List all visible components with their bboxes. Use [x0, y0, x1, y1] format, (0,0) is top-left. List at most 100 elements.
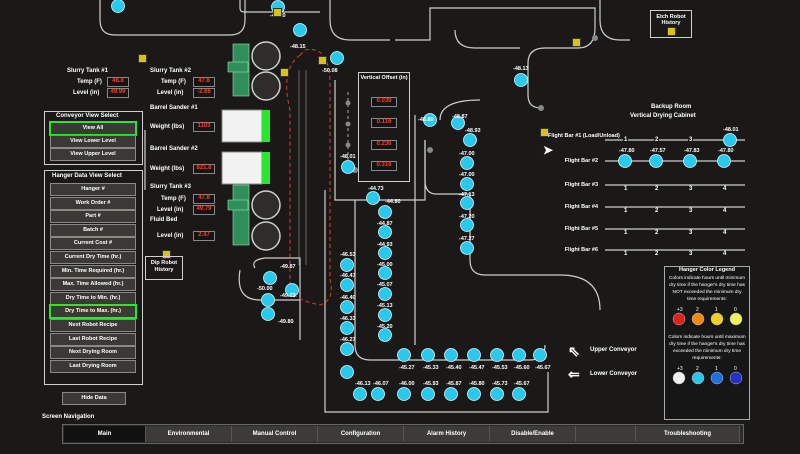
hanger-circle[interactable] — [451, 116, 465, 130]
hanger-circle[interactable] — [533, 348, 547, 362]
top-track-2 — [239, 0, 320, 13]
nav-tab[interactable]: Environmental — [146, 426, 232, 442]
legend-swatch-label: 2 — [696, 366, 699, 372]
nav-tab[interactable]: Configuration — [318, 426, 404, 442]
hanger-data-view-button[interactable]: Current Cost # — [50, 237, 136, 251]
legend-title: Hanger Color Legend — [679, 267, 735, 273]
hanger-circle[interactable] — [340, 365, 354, 379]
hanger-circle[interactable] — [378, 246, 392, 260]
nav-tab[interactable]: Troubleshooting — [636, 426, 740, 442]
nav-tab[interactable] — [576, 426, 636, 442]
hanger-circle[interactable] — [111, 0, 125, 13]
hanger-value-label: -45.60 — [514, 365, 530, 371]
hanger-circle[interactable] — [683, 154, 697, 168]
hanger-data-view-button[interactable]: Batch # — [50, 223, 136, 237]
hanger-value-label: -45.47 — [469, 365, 485, 371]
hanger-circle[interactable] — [340, 258, 354, 272]
hide-data-button[interactable]: Hide Data — [62, 392, 126, 405]
hanger-circle[interactable] — [285, 283, 299, 297]
vertical-offset-title: Vertical Offset (in) — [360, 75, 408, 81]
conveyor-view-select-title: Conveyor View Select — [56, 113, 119, 119]
etch-robot-marker — [667, 27, 676, 36]
hanger-circle[interactable] — [460, 177, 474, 191]
hanger-circle[interactable] — [341, 160, 355, 174]
hanger-circle[interactable] — [263, 271, 277, 285]
hanger-circle[interactable] — [460, 156, 474, 170]
hanger-circle[interactable] — [444, 348, 458, 362]
hanger-circle[interactable] — [467, 387, 481, 401]
hanger-circle[interactable] — [378, 266, 392, 280]
dip-robot-history-button[interactable]: Dip Robot History — [145, 256, 183, 280]
flight-bar-position-number: 1 — [623, 208, 629, 214]
top-loop-track — [99, 0, 246, 36]
conveyor-view-button[interactable]: View Lower Level — [50, 135, 136, 148]
hanger-value-label: -46.07 — [373, 381, 389, 387]
conveyor-view-select-panel — [44, 111, 143, 165]
nav-tab[interactable]: Manual Control — [232, 426, 318, 442]
hanger-data-view-button[interactable]: Next Drying Room — [50, 346, 136, 360]
hanger-circle[interactable] — [421, 348, 435, 362]
hanger-circle[interactable] — [490, 387, 504, 401]
hanger-circle[interactable] — [293, 23, 307, 37]
flight-bar-label: Flight Bar #5 — [564, 226, 598, 232]
hanger-circle[interactable] — [378, 205, 392, 219]
hanger-circle[interactable] — [460, 218, 474, 232]
hanger-value-label: -48.87 — [452, 114, 468, 120]
hanger-circle[interactable] — [421, 387, 435, 401]
nav-tab[interactable]: Disable/Enable — [490, 426, 576, 442]
hanger-data-view-select-panel — [44, 170, 143, 385]
etch-robot-history-button[interactable]: Etch Robot History — [650, 10, 692, 38]
hanger-data-view-button[interactable]: Min. Time Required (hr.) — [50, 264, 136, 278]
hanger-data-view-button[interactable]: Work Order # — [50, 196, 136, 210]
hanger-data-view-button[interactable]: Hanger # — [50, 183, 136, 196]
nav-tab[interactable]: Main — [64, 426, 146, 442]
nav-tab[interactable]: Alarm History — [404, 426, 490, 442]
hanger-circle[interactable] — [460, 241, 474, 255]
hanger-data-view-button[interactable]: Next Robot Recipe — [50, 319, 136, 332]
hanger-data-view-button[interactable]: Max. Time Allowed (hr.) — [50, 278, 136, 292]
hanger-circle[interactable] — [423, 113, 437, 127]
hanger-circle[interactable] — [514, 73, 528, 87]
hanger-circle[interactable] — [340, 321, 354, 335]
hanger-circle[interactable] — [378, 287, 392, 301]
conveyor-view-button[interactable]: View All — [50, 122, 136, 135]
l-track — [424, 140, 601, 311]
hanger-circle[interactable] — [378, 328, 392, 342]
hanger-circle[interactable] — [261, 307, 275, 321]
hanger-circle[interactable] — [340, 300, 354, 314]
hanger-circle[interactable] — [397, 387, 411, 401]
hanger-circle[interactable] — [378, 308, 392, 322]
hanger-data-view-button[interactable]: Dry Time to Min. (hr.) — [50, 291, 136, 305]
hanger-circle[interactable] — [463, 133, 477, 147]
hanger-data-view-button[interactable]: Last Drying Room — [50, 359, 136, 373]
hanger-circle[interactable] — [467, 348, 481, 362]
hanger-circle[interactable] — [717, 154, 731, 168]
hanger-circle[interactable] — [444, 387, 458, 401]
hanger-circle[interactable] — [340, 342, 354, 356]
hanger-data-view-button[interactable]: Part # — [50, 210, 136, 224]
flight-bar-position-number: 2 — [654, 251, 660, 257]
hanger-circle[interactable] — [366, 191, 380, 205]
hanger-circle[interactable] — [371, 387, 385, 401]
hanger-circle[interactable] — [649, 154, 663, 168]
hanger-circle[interactable] — [378, 225, 392, 239]
hanger-circle[interactable] — [353, 387, 367, 401]
hanger-data-view-button[interactable]: Last Robot Recipe — [50, 332, 136, 346]
position-marker — [540, 128, 549, 137]
conveyor-view-button[interactable]: View Upper Level — [50, 148, 136, 161]
legend-swatch-label: +3 — [677, 307, 683, 313]
hanger-circle[interactable] — [397, 348, 411, 362]
slurry-tank-1-temp-label: Temp (F) — [77, 79, 102, 85]
vertical-drying-cabinet-title: Vertical Drying Cabinet — [630, 113, 696, 119]
hanger-circle[interactable] — [490, 348, 504, 362]
hanger-data-view-button[interactable]: Dry Time to Max. (hr.) — [50, 305, 136, 319]
hanger-circle[interactable] — [330, 51, 344, 65]
hanger-circle[interactable] — [618, 154, 632, 168]
hanger-data-view-button[interactable]: Current Dry Time (hr.) — [50, 251, 136, 264]
hanger-circle[interactable] — [340, 278, 354, 292]
hanger-circle[interactable] — [460, 196, 474, 210]
hanger-circle[interactable] — [261, 293, 275, 307]
hanger-circle[interactable] — [723, 133, 737, 147]
hanger-circle[interactable] — [512, 387, 526, 401]
hanger-circle[interactable] — [512, 348, 526, 362]
